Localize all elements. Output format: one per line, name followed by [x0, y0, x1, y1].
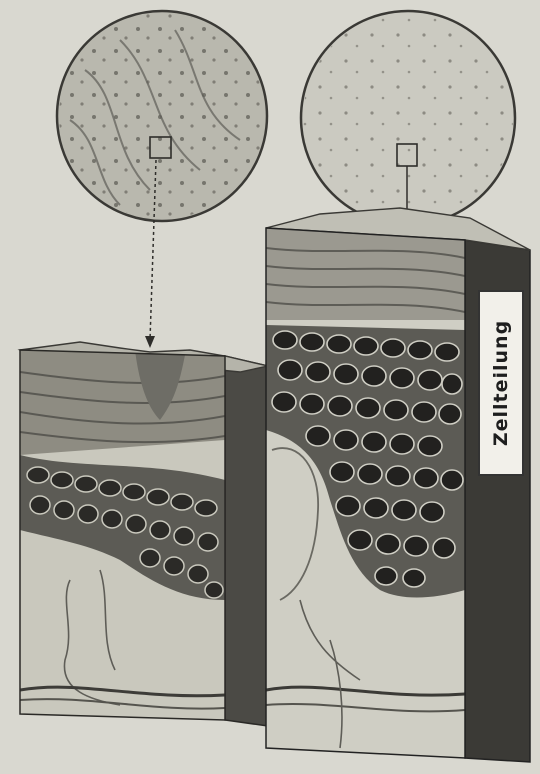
left-tissue-block [20, 342, 268, 726]
zellteilung-label: Zellteilung [490, 320, 512, 446]
zellteilung-label-box: Zellteilung [478, 290, 524, 476]
left-magnifier-circle [57, 11, 267, 221]
right-magnifier-circle [301, 11, 515, 225]
